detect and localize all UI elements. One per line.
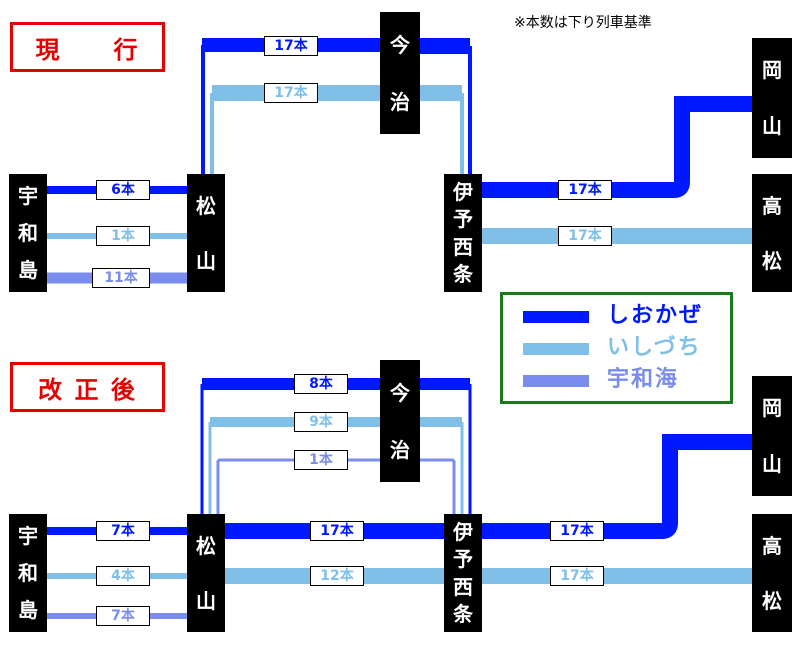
station-char: 治 [390, 437, 410, 462]
station-char: 島 [18, 257, 38, 282]
legend-swatch [523, 343, 589, 355]
station-iyosaijo: 伊 予 西 条 [444, 514, 482, 632]
station-char: 今 [390, 32, 410, 57]
station-char: 西 [453, 234, 473, 259]
count-label: 17本 [264, 36, 318, 56]
legend-swatch [523, 375, 589, 387]
label-current: 現 行 [10, 22, 165, 72]
count-label: 6本 [96, 180, 150, 200]
station-char: 島 [18, 597, 38, 622]
station-char: 伊 [453, 519, 473, 544]
legend-label: いしづち [607, 335, 702, 360]
station-char: 山 [196, 248, 216, 273]
legend-item-shiokaze: しおかぜ [503, 301, 730, 331]
note-text: ※本数は下り列車基準 [514, 15, 652, 31]
count-label: 7本 [96, 606, 150, 626]
label-revised: 改 正 後 [10, 362, 165, 412]
legend-item-uwakai: 宇和海 [503, 365, 730, 395]
station-imabari: 今 治 [380, 12, 420, 134]
station-matsuyama: 松 山 [187, 174, 225, 292]
station-char: 今 [390, 380, 410, 405]
count-label: 17本 [310, 521, 364, 541]
station-uwajima: 宇 和 島 [9, 174, 47, 292]
count-label: 17本 [264, 83, 318, 103]
station-char: 山 [762, 452, 782, 476]
station-char: 松 [762, 248, 782, 273]
station-iyosaijo: 伊 予 西 条 [444, 174, 482, 292]
count-label: 7本 [96, 521, 150, 541]
count-label: 12本 [310, 566, 364, 586]
station-char: 宇 [18, 524, 38, 549]
count-label: 1本 [96, 226, 150, 246]
station-char: 松 [762, 588, 782, 613]
station-char: 宇 [18, 184, 38, 209]
station-char: 高 [762, 193, 782, 218]
station-char: 予 [453, 207, 473, 232]
station-okayama: 岡 山 [752, 376, 792, 496]
legend: しおかぜ いしづち 宇和海 [500, 292, 733, 404]
station-uwajima: 宇 和 島 [9, 514, 47, 632]
station-char: 岡 [762, 396, 782, 420]
station-char: 和 [18, 220, 38, 245]
count-label: 8本 [294, 374, 348, 394]
count-label: 17本 [550, 521, 604, 541]
line-shiokaze-saijo-okayama [476, 96, 752, 198]
station-takamatsu: 高 松 [752, 514, 792, 632]
line-shiokaze-saijo-okayama-rev [476, 434, 752, 539]
count-label: 4本 [96, 566, 150, 586]
count-label: 9本 [294, 412, 348, 432]
station-okayama: 岡 山 [752, 38, 792, 158]
station-matsuyama: 松 山 [187, 514, 225, 632]
station-char: 治 [390, 89, 410, 114]
station-char: 和 [18, 560, 38, 585]
legend-label: しおかぜ [607, 303, 704, 328]
station-char: 山 [196, 588, 216, 613]
station-char: 高 [762, 533, 782, 558]
count-label: 11本 [92, 268, 150, 288]
station-char: 岡 [762, 58, 782, 82]
station-char: 山 [762, 114, 782, 138]
station-char: 条 [453, 262, 473, 287]
count-label: 17本 [550, 566, 604, 586]
count-label: 1本 [294, 450, 348, 470]
legend-swatch [523, 311, 589, 323]
station-char: 松 [196, 533, 216, 558]
station-char: 松 [196, 193, 216, 218]
legend-label: 宇和海 [607, 367, 680, 392]
station-takamatsu: 高 松 [752, 174, 792, 292]
legend-item-ishizuchi: いしづち [503, 333, 730, 363]
count-label: 17本 [558, 226, 612, 246]
station-char: 西 [453, 574, 473, 599]
station-imabari: 今 治 [380, 360, 420, 482]
station-char: 伊 [453, 179, 473, 204]
count-label: 17本 [558, 180, 612, 200]
station-char: 条 [453, 602, 473, 627]
station-char: 予 [453, 547, 473, 572]
